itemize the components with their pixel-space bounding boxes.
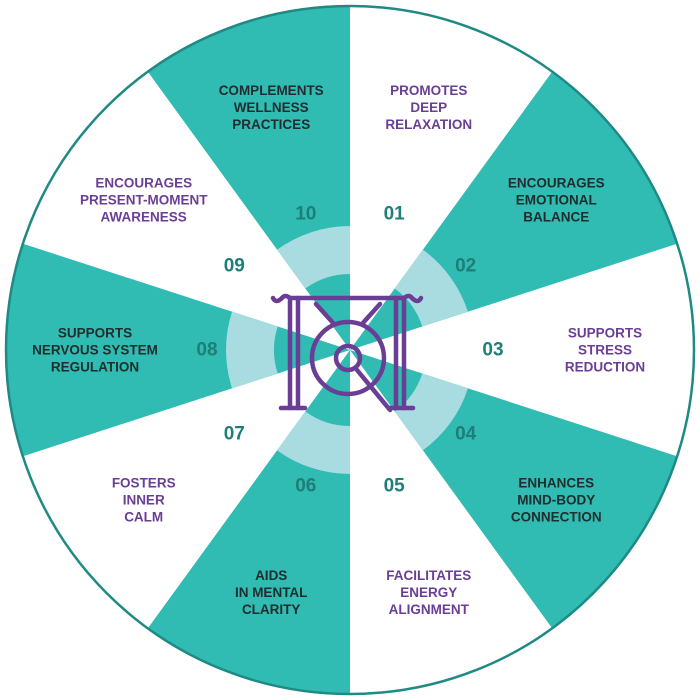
segment-label-line: COMPLEMENTS (219, 83, 324, 98)
segment-label-07: FOSTERS INNER CALM (112, 475, 176, 524)
segment-label-05: FACILITATES ENERGY ALIGNMENT (386, 568, 471, 617)
segment-label-line: EMOTIONAL (516, 193, 597, 208)
segment-label-09: ENCOURAGES PRESENT-MOMENT AWARENESS (80, 176, 208, 225)
number-band-08 (225, 311, 278, 389)
segment-label-line: MIND-BODY (517, 492, 595, 507)
segment-number-09: 09 (224, 255, 245, 276)
segment-numbers: 01 02 03 04 05 06 07 08 09 10 (196, 203, 503, 496)
number-band-10 (277, 226, 350, 289)
segment-label-line: AIDS (255, 568, 287, 583)
segment-label-line: ENCOURAGES (95, 176, 192, 191)
segment-label-line: ENERGY (400, 585, 457, 600)
segment-number-07: 07 (224, 424, 245, 445)
segment-label-02: ENCOURAGES EMOTIONAL BALANCE (508, 176, 605, 225)
segment-label-03: SUPPORTS STRESS REDUCTION (565, 326, 645, 375)
gong-icon (270, 293, 424, 413)
segment-label-line: INNER (123, 492, 165, 507)
wheel-rim (4, 4, 696, 696)
segment-label-line: CLARITY (242, 602, 301, 617)
segment-number-05: 05 (384, 476, 406, 497)
number-band-06 (277, 411, 350, 474)
segment-number-01: 01 (384, 203, 406, 224)
segment-label-01: PROMOTES DEEP RELAXATION (385, 83, 472, 132)
segment-number-02: 02 (455, 255, 476, 276)
segment-label-08: SUPPORTS NERVOUS SYSTEM REGULATION (32, 326, 158, 375)
sector-08 (4, 243, 350, 457)
segment-label-line: SUPPORTS (568, 326, 642, 341)
segment-label-line: ENCOURAGES (508, 176, 605, 191)
number-bands (225, 226, 468, 474)
number-band-02 (394, 249, 468, 327)
segment-label-04: ENHANCES MIND-BODY CONNECTION (511, 475, 602, 524)
segment-label-line: ALIGNMENT (389, 602, 470, 617)
segment-label-line: FOSTERS (112, 475, 176, 490)
segment-label-line: PROMOTES (390, 83, 467, 98)
segment-labels: PROMOTES DEEP RELAXATION ENCOURAGES EMOTIONA… (32, 83, 645, 617)
segment-number-03: 03 (482, 340, 503, 361)
segment-number-04: 04 (455, 424, 477, 445)
segment-label-line: IN MENTAL (235, 585, 308, 600)
segment-number-06: 06 (295, 476, 316, 497)
segment-label-line: DEEP (410, 100, 447, 115)
segment-label-line: REGULATION (51, 360, 139, 375)
segment-label-line: WELLNESS (234, 100, 309, 115)
segment-number-08: 08 (196, 340, 217, 361)
segment-label-line: PRACTICES (232, 117, 310, 132)
segment-number-10: 10 (295, 203, 316, 224)
segment-label-line: PRESENT-MOMENT (80, 193, 208, 208)
segment-label-06: AIDS IN MENTAL CLARITY (235, 568, 308, 617)
segment-label-line: STRESS (578, 343, 632, 358)
segment-label-line: SUPPORTS (58, 326, 132, 341)
segment-label-line: RELAXATION (385, 117, 472, 132)
segment-label-line: BALANCE (523, 210, 589, 225)
segment-label-line: AWARENESS (101, 210, 187, 225)
number-band-04 (394, 373, 468, 451)
segment-label-line: CALM (124, 509, 163, 524)
segment-label-line: NERVOUS SYSTEM (32, 343, 158, 358)
segment-label-line: ENHANCES (518, 475, 594, 490)
segment-label-line: REDUCTION (565, 360, 645, 375)
segment-label-line: CONNECTION (511, 509, 602, 524)
segment-label-10: COMPLEMENTS WELLNESS PRACTICES (219, 83, 324, 132)
segment-label-line: FACILITATES (386, 568, 471, 583)
